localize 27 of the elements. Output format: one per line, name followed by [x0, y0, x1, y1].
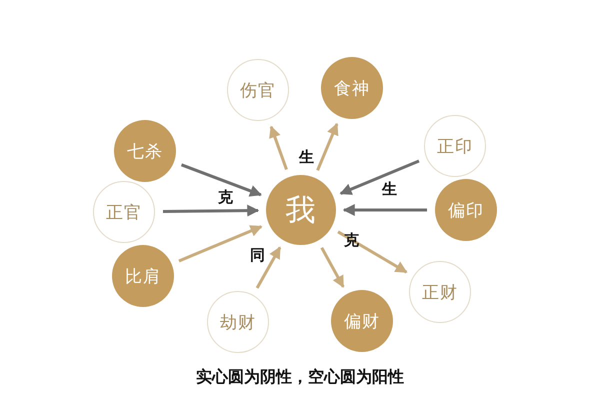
arrow: [180, 163, 262, 197]
arrow: [340, 160, 420, 195]
node-label: 食神: [334, 78, 370, 100]
relation-label: 克: [218, 188, 233, 207]
node-label: 正官: [106, 202, 142, 224]
node-label: 正印: [437, 136, 473, 158]
node-label: 偏财: [344, 310, 380, 332]
arrow: [337, 230, 408, 274]
relation-label: 生: [299, 148, 314, 167]
arrow: [256, 246, 282, 289]
arrow: [342, 204, 427, 216]
node-label: 我: [286, 192, 316, 230]
relation-label: 同: [250, 246, 265, 265]
node-label: 比肩: [125, 266, 161, 288]
node-label: 伤官: [240, 80, 276, 102]
arrow: [316, 122, 338, 171]
arrow: [162, 204, 260, 217]
node-label: 正财: [422, 282, 458, 304]
node-label: 劫财: [220, 312, 256, 334]
node-label: 偏印: [448, 200, 484, 222]
arrow: [269, 126, 288, 170]
relation-label: 克: [344, 231, 359, 250]
node-label: 七杀: [127, 140, 163, 162]
caption: 实心圆为阴性，空心圆为阳性: [196, 367, 404, 386]
arrow: [178, 225, 262, 262]
relation-label: 生: [382, 180, 397, 199]
arrow: [320, 246, 345, 288]
